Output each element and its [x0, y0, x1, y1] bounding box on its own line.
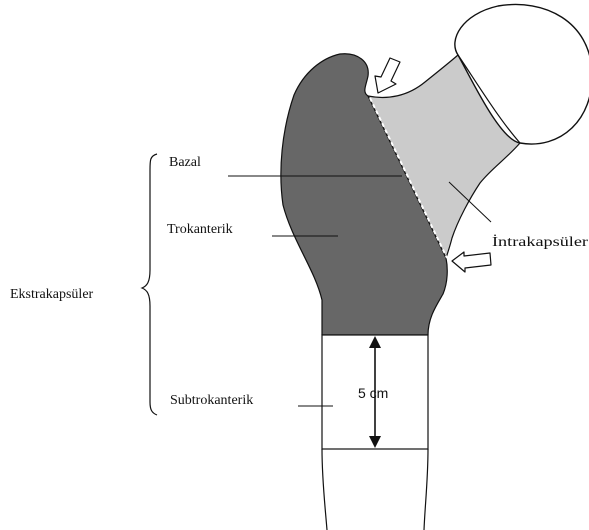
group-brace: [142, 154, 157, 415]
femoral-shaft-left: [322, 449, 327, 530]
arrow-lower-icon: [452, 252, 491, 272]
label-bazal: Bazal: [169, 155, 201, 170]
label-trokanterik: Trokanterik: [167, 222, 233, 237]
arrow-upper-icon: [375, 58, 400, 93]
measurement-label: 5 cm: [358, 385, 388, 401]
label-ekstrakapsuler: Ekstrakapsüler: [10, 287, 94, 302]
label-subtrokanterik: Subtrokanterik: [170, 393, 253, 408]
femoral-shaft-right: [424, 449, 428, 530]
label-intrakapsuler: İntrakapsüler: [492, 234, 588, 250]
